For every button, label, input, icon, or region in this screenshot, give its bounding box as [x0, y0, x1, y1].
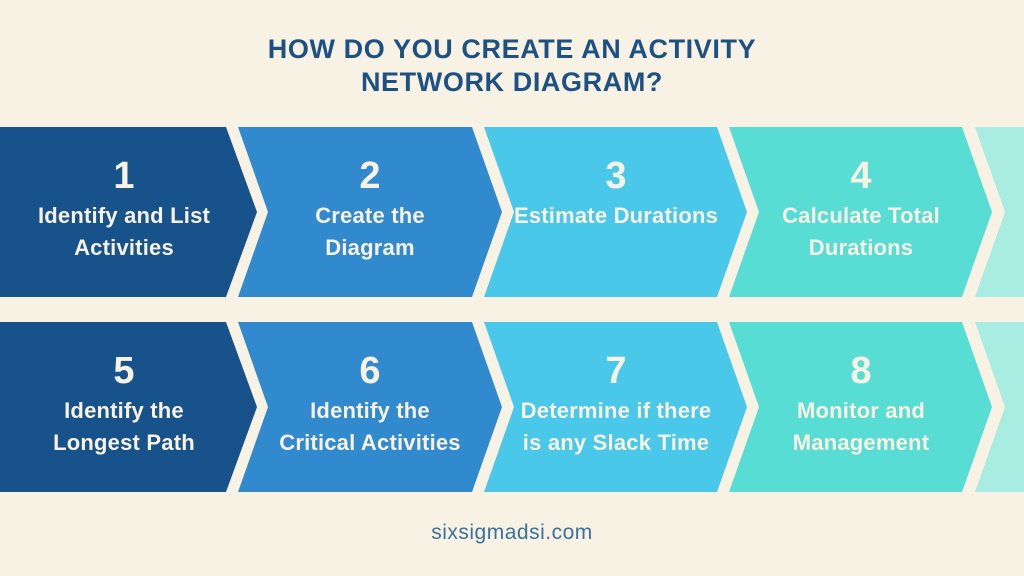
step-4-label-line-2: Durations: [809, 235, 913, 260]
page-title: HOW DO YOU CREATE AN ACTIVITY NETWORK DI…: [0, 33, 1024, 99]
step-3-chevron: [484, 127, 747, 297]
step-4-label-line-1: Calculate Total: [782, 203, 940, 228]
partial-next-chevron: [975, 322, 1024, 492]
step-1-number: 1: [113, 155, 134, 197]
step-3-label-line-1: Estimate Durations: [514, 203, 718, 228]
step-4-number: 4: [850, 155, 871, 197]
step-8-label-line-2: Management: [793, 430, 930, 455]
step-7-label-line-1: Determine if there: [521, 398, 712, 423]
step-2-label-line-1: Create the: [315, 203, 425, 228]
website-text: sixsigmadsi.com: [431, 521, 593, 544]
step-6-label-line-2: Critical Activities: [279, 430, 461, 455]
process-row-2: 5 Identify the Longest Path 6 Identify t…: [0, 322, 1024, 492]
step-7-number: 7: [605, 350, 626, 392]
step-6-number: 6: [359, 350, 380, 392]
step-5-label-line-1: Identify the: [64, 398, 184, 423]
step-4-chevron: [729, 127, 992, 297]
step-7-label-line-2: is any Slack Time: [523, 430, 709, 455]
step-6-chevron: [238, 322, 502, 492]
process-row-1: 1 Identify and List Activities 2 Create …: [0, 127, 1024, 297]
step-2-label-line-2: Diagram: [325, 235, 414, 260]
step-8-number: 8: [850, 350, 871, 392]
partial-next-chevron: [975, 127, 1024, 297]
step-1-chevron: [0, 127, 257, 297]
step-2-chevron: [238, 127, 502, 297]
step-5-number: 5: [113, 350, 134, 392]
step-3-number: 3: [605, 155, 626, 197]
step-8-label-line-1: Monitor and: [797, 398, 925, 423]
page-title-line-1: HOW DO YOU CREATE AN ACTIVITY: [267, 34, 757, 64]
step-1-label-line-1: Identify and List: [38, 203, 211, 228]
step-2-number: 2: [359, 155, 380, 197]
step-1-label-line-2: Activities: [74, 235, 174, 260]
step-6-label-line-1: Identify the: [310, 398, 430, 423]
step-7-chevron: [484, 322, 747, 492]
step-8-chevron: [729, 322, 992, 492]
step-5-chevron: [0, 322, 257, 492]
page-title-line-2: NETWORK DIAGRAM?: [360, 67, 664, 97]
step-5-label-line-2: Longest Path: [53, 430, 195, 455]
